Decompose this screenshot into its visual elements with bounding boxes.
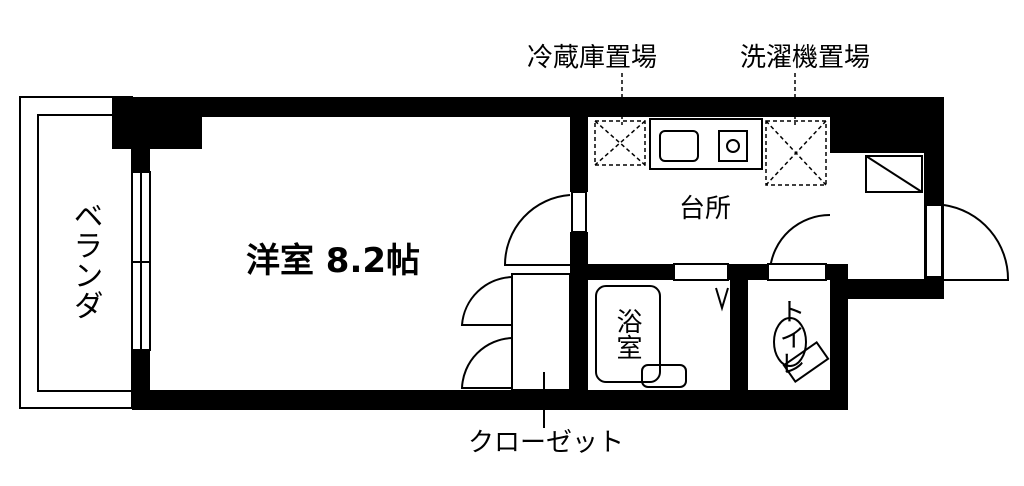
left-window	[131, 171, 151, 351]
toilet-door-swing	[768, 213, 831, 271]
bathroom-doorframe	[673, 263, 729, 281]
walls	[112, 97, 944, 410]
kitchen-label: 台所	[679, 194, 731, 224]
closet-doors	[460, 273, 571, 391]
entrance-door	[925, 204, 1010, 281]
bathtub	[595, 285, 729, 388]
kitchen-door	[503, 191, 587, 266]
shoe-cabinet	[865, 155, 923, 193]
washer-space-label: 洗濯機置場	[740, 43, 870, 73]
toilet-label: トイレ	[775, 298, 805, 376]
fridge-space	[594, 73, 646, 166]
closet-label: クローゼット	[468, 428, 624, 458]
toilet-fixture	[767, 263, 830, 384]
bathroom-label: 浴室	[612, 308, 642, 360]
veranda-label: ベランダ	[68, 200, 103, 320]
kitchen-counter	[649, 118, 763, 170]
washer-space	[765, 73, 827, 186]
fridge-space-label: 冷蔵庫置場	[527, 43, 657, 73]
western-room-label: 洋室 8.2帖	[246, 241, 420, 281]
